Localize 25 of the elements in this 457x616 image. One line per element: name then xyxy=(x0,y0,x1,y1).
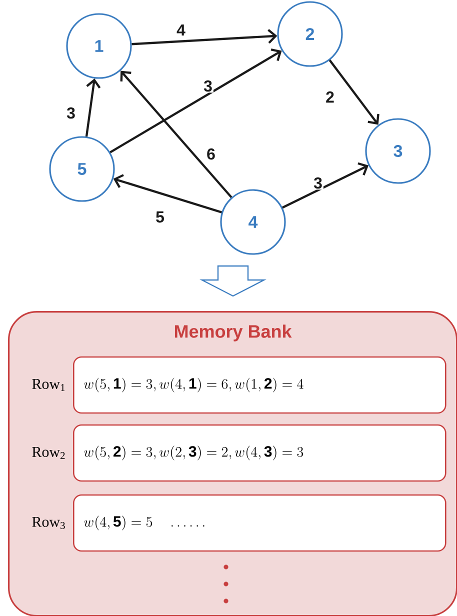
arrow xyxy=(110,48,282,154)
edge-label: 2 xyxy=(324,90,336,104)
graph-node: 2 xyxy=(277,1,343,67)
arrow xyxy=(113,174,222,214)
memory-row-box: $w(4,\mathbf{5})=5\quad\ldots\ldots$ xyxy=(73,494,446,552)
edge-label: 5 xyxy=(154,210,166,224)
arrow xyxy=(120,70,232,198)
memory-row-box: $w(5,\mathbf{1})=3,w(4,\mathbf{1})=6,w(1,\mathbf{2})=4$ xyxy=(73,356,446,414)
arrow xyxy=(328,60,380,125)
arrow xyxy=(85,78,101,137)
row-label: Row$_{2}$ xyxy=(32,447,65,459)
edge-label: 3 xyxy=(202,79,214,93)
graph-node: 3 xyxy=(365,118,431,184)
edge-label: 4 xyxy=(176,24,186,36)
graph-node: 1 xyxy=(66,13,132,79)
edge-label: 3 xyxy=(312,176,324,190)
graph-node: 4 xyxy=(220,189,286,255)
edge-label: 6 xyxy=(206,147,216,161)
memory-row-box: $w(5,\mathbf{2})=3,w(2,\mathbf{3})=2,w(4,\mathbf{3})=3$ xyxy=(73,424,446,482)
arrow xyxy=(282,162,369,209)
row-label: Row$_{1}$ xyxy=(32,379,65,391)
edge-label: 3 xyxy=(66,106,76,120)
arrow xyxy=(132,29,278,46)
row-label: Row$_{3}$ xyxy=(32,516,65,530)
graph-node: 5 xyxy=(49,136,115,202)
